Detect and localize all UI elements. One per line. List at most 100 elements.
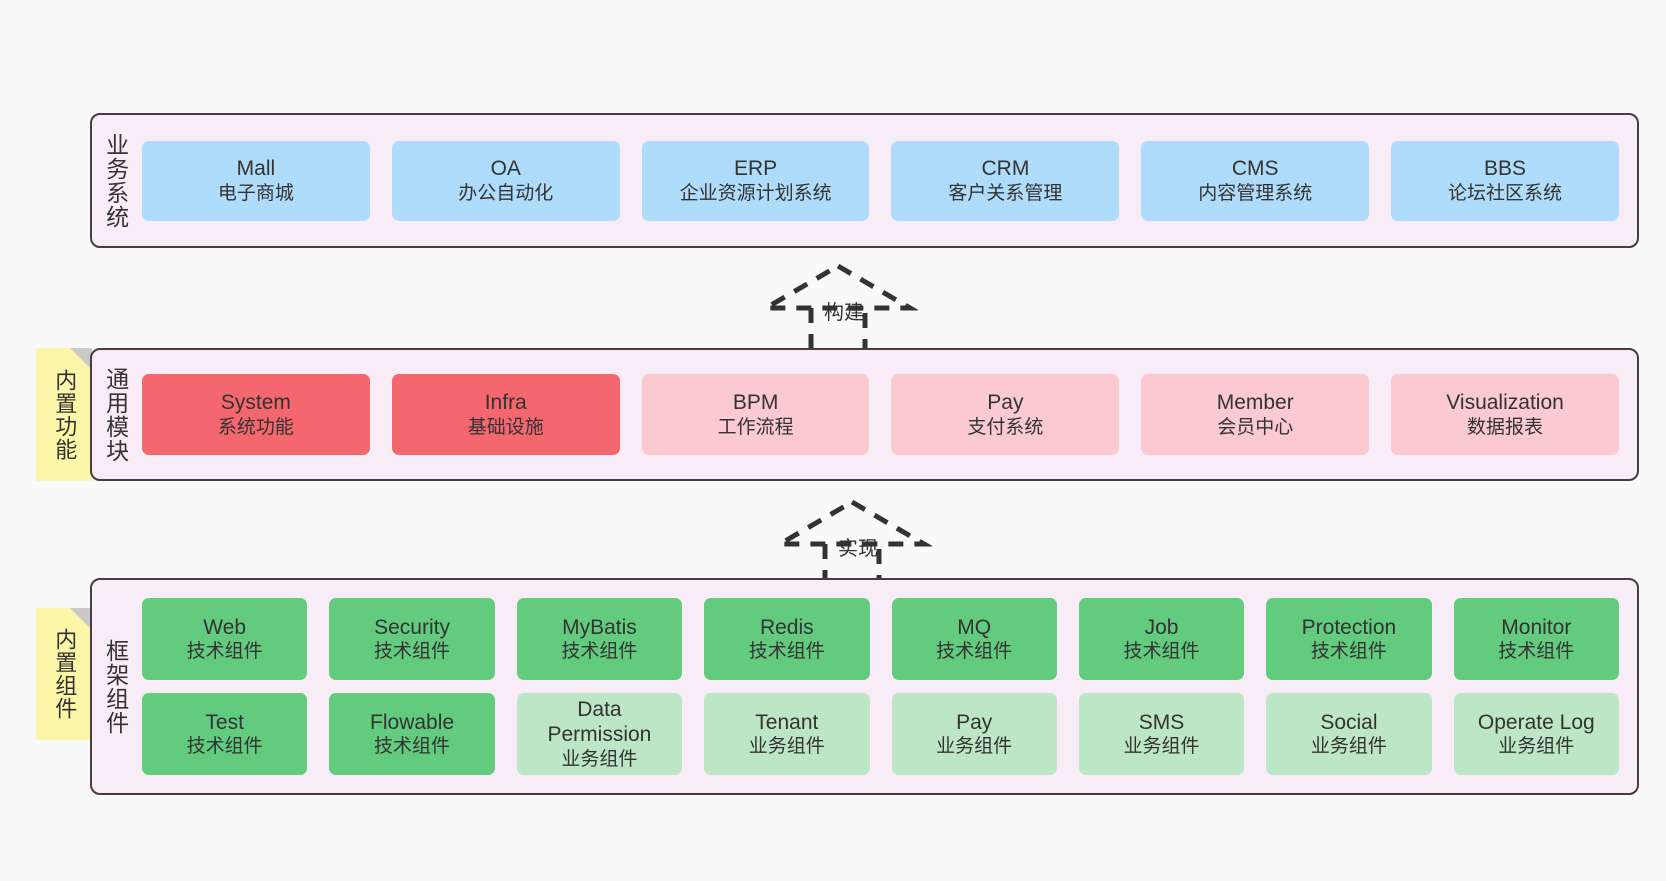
component-card-test-desc: 技术组件: [186, 736, 263, 758]
component-card-monitor-name: Monitor: [1501, 615, 1572, 639]
module-card-infra-desc: 基础设施: [467, 416, 544, 438]
module-card-pay[interactable]: Pay 支付系统: [891, 374, 1120, 455]
module-card-infra-name: Infra: [484, 391, 527, 415]
sticky-note-builtin-components-label: 内置组件: [52, 628, 78, 720]
module-card-visualization-desc: 数据报表: [1467, 416, 1544, 438]
business-card-crm-name: CRM: [981, 157, 1030, 181]
component-card-sms-desc: 业务组件: [1123, 736, 1200, 758]
component-card-security-desc: 技术组件: [374, 641, 451, 663]
business-card-crm[interactable]: CRM 客户关系管理: [891, 140, 1120, 221]
component-card-mybatis-desc: 技术组件: [561, 641, 638, 663]
component-card-job[interactable]: Job 技术组件: [1078, 598, 1245, 680]
business-card-mall-name: Mall: [236, 157, 276, 181]
component-card-tenant-desc: 业务组件: [748, 736, 825, 758]
sticky-note-builtin-components: 内置组件: [36, 608, 92, 740]
module-card-pay-desc: 支付系统: [967, 416, 1044, 438]
module-card-visualization-name: Visualization: [1446, 391, 1564, 415]
business-card-erp-desc: 企业资源计划系统: [679, 182, 832, 204]
layer-business-systems-label: 业务系统: [102, 132, 129, 229]
layer-framework-components: 框架组件 Web 技术组件 Security 技术组件 MyBatis 技术组件…: [90, 578, 1639, 795]
sticky-note-builtin-features: 内置功能: [36, 348, 92, 481]
component-card-pay-desc: 业务组件: [936, 736, 1013, 758]
component-card-mybatis[interactable]: MyBatis 技术组件: [516, 598, 683, 680]
module-card-bpm-name: BPM: [732, 391, 779, 415]
component-card-data-permission-desc: 业务组件: [561, 749, 638, 771]
component-card-web-name: Web: [203, 615, 247, 639]
business-card-crm-desc: 客户关系管理: [948, 182, 1063, 204]
component-card-redis[interactable]: Redis 技术组件: [704, 598, 870, 680]
arrow-implement: 实现: [772, 494, 932, 599]
module-card-bpm-desc: 工作流程: [717, 416, 794, 438]
business-card-erp-name: ERP: [733, 157, 778, 181]
component-card-security[interactable]: Security 技术组件: [329, 598, 495, 680]
business-card-oa-name: OA: [490, 157, 521, 181]
component-card-operate-log-desc: 业务组件: [1498, 736, 1575, 758]
component-card-web-desc: 技术组件: [186, 641, 263, 663]
module-card-system[interactable]: System 系统功能: [142, 374, 370, 455]
business-card-erp[interactable]: ERP 企业资源计划系统: [641, 140, 870, 221]
component-card-pay-name: Pay: [956, 710, 993, 734]
layer-framework-components-body: Web 技术组件 Security 技术组件 MyBatis 技术组件 Redi…: [138, 580, 1637, 793]
layer-common-modules: 通用模块 System 系统功能 Infra 基础设施 BPM 工作流程 Pay…: [90, 348, 1639, 481]
component-card-mq-name: MQ: [957, 615, 992, 639]
module-card-member-desc: 会员中心: [1217, 416, 1294, 438]
business-card-cms-name: CMS: [1231, 157, 1279, 181]
component-card-operate-log[interactable]: Operate Log 业务组件: [1453, 693, 1619, 775]
business-card-mall[interactable]: Mall 电子商城: [142, 140, 370, 221]
sticky-note-fold-icon: [70, 348, 92, 370]
component-card-tenant[interactable]: Tenant 业务组件: [704, 693, 870, 775]
business-card-cms[interactable]: CMS 内容管理系统: [1141, 140, 1370, 221]
component-card-sms[interactable]: SMS 业务组件: [1078, 693, 1245, 775]
component-card-pay[interactable]: Pay 业务组件: [891, 693, 1057, 775]
framework-components-row-1: Web 技术组件 Security 技术组件 MyBatis 技术组件 Redi…: [142, 598, 1619, 680]
business-card-oa[interactable]: OA 办公自动化: [391, 140, 620, 221]
component-card-monitor[interactable]: Monitor 技术组件: [1453, 598, 1619, 680]
framework-components-row-2: Test 技术组件 Flowable 技术组件 Data Permission …: [142, 693, 1619, 775]
module-card-member[interactable]: Member 会员中心: [1141, 374, 1370, 455]
component-card-flowable-name: Flowable: [370, 710, 455, 734]
component-card-protection[interactable]: Protection 技术组件: [1266, 598, 1432, 680]
component-card-data-permission-name: Data Permission: [547, 697, 652, 747]
component-card-job-desc: 技术组件: [1123, 641, 1200, 663]
module-card-system-desc: 系统功能: [217, 416, 294, 438]
component-card-test-name: Test: [205, 710, 244, 734]
component-card-redis-name: Redis: [759, 615, 814, 639]
component-card-mq[interactable]: MQ 技术组件: [891, 598, 1057, 680]
component-card-flowable[interactable]: Flowable 技术组件: [329, 693, 495, 775]
business-card-bbs-desc: 论坛社区系统: [1448, 182, 1563, 204]
layer-common-modules-body: System 系统功能 Infra 基础设施 BPM 工作流程 Pay 支付系统…: [138, 350, 1637, 479]
component-card-tenant-name: Tenant: [755, 710, 819, 734]
business-card-oa-desc: 办公自动化: [458, 182, 554, 204]
sticky-note-fold-icon: [70, 608, 92, 630]
component-card-mq-desc: 技术组件: [936, 641, 1013, 663]
component-card-web[interactable]: Web 技术组件: [142, 598, 308, 680]
common-modules-row: System 系统功能 Infra 基础设施 BPM 工作流程 Pay 支付系统…: [142, 374, 1619, 455]
component-card-social[interactable]: Social 业务组件: [1266, 693, 1432, 775]
component-card-monitor-desc: 技术组件: [1498, 641, 1575, 663]
layer-business-systems-body: Mall 电子商城 OA 办公自动化 ERP 企业资源计划系统 CRM 客户关系…: [138, 115, 1637, 246]
module-card-visualization[interactable]: Visualization 数据报表: [1391, 374, 1619, 455]
module-card-infra[interactable]: Infra 基础设施: [391, 374, 620, 455]
module-card-pay-name: Pay: [987, 391, 1024, 415]
business-card-bbs[interactable]: BBS 论坛社区系统: [1391, 140, 1619, 221]
business-card-cms-desc: 内容管理系统: [1198, 182, 1313, 204]
component-card-flowable-desc: 技术组件: [374, 736, 451, 758]
component-card-sms-name: SMS: [1138, 710, 1185, 734]
sticky-note-builtin-features-label: 内置功能: [52, 368, 78, 461]
module-card-bpm[interactable]: BPM 工作流程: [641, 374, 870, 455]
component-card-data-permission[interactable]: Data Permission 业务组件: [516, 693, 683, 775]
business-card-mall-desc: 电子商城: [217, 182, 294, 204]
arrow-implement-label: 实现: [838, 538, 878, 560]
component-card-job-name: Job: [1144, 615, 1179, 639]
component-card-mybatis-name: MyBatis: [562, 615, 637, 639]
module-card-member-name: Member: [1216, 391, 1294, 415]
layer-framework-components-label: 框架组件: [102, 638, 129, 735]
component-card-test[interactable]: Test 技术组件: [142, 693, 308, 775]
business-systems-row: Mall 电子商城 OA 办公自动化 ERP 企业资源计划系统 CRM 客户关系…: [142, 140, 1619, 221]
component-card-security-name: Security: [374, 615, 450, 639]
business-card-bbs-name: BBS: [1484, 157, 1527, 181]
component-card-protection-name: Protection: [1301, 615, 1397, 639]
arrow-build: 构建: [758, 258, 918, 363]
component-card-redis-desc: 技术组件: [748, 641, 825, 663]
component-card-operate-log-name: Operate Log: [1477, 710, 1595, 734]
